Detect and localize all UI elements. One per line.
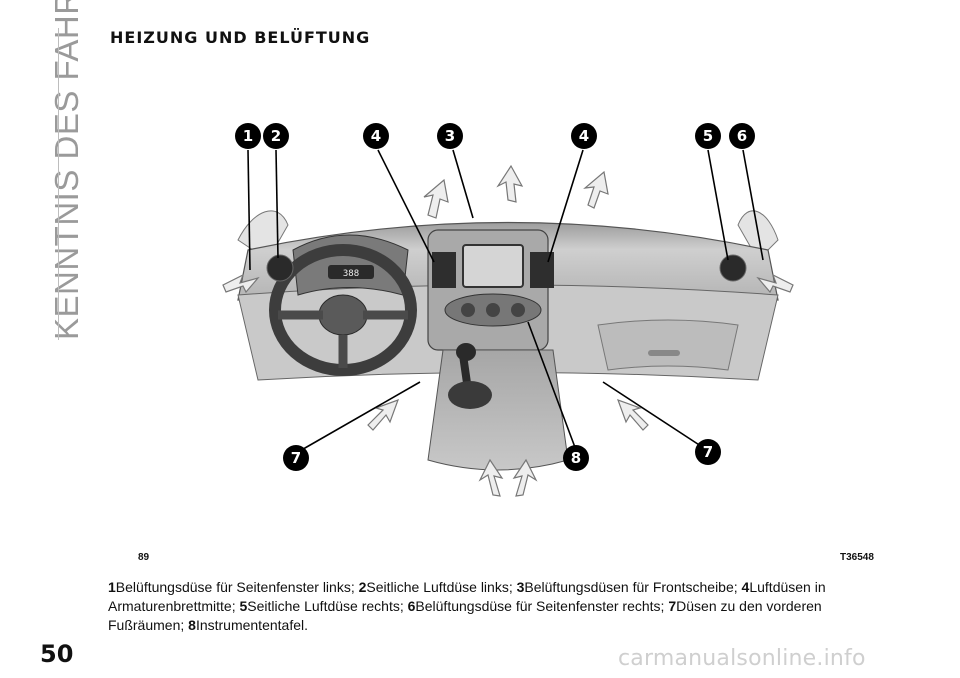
caption-text-1: Belüftungsdüse für Seitenfenster links; (115, 579, 359, 595)
caption-text-5: Seitliche Luftdüse rechts; (247, 598, 408, 614)
center-screen (462, 244, 524, 288)
svg-text:3: 3 (445, 127, 455, 145)
glovebox (597, 319, 739, 371)
caption-text-7: Düsen zu den vorderen Fußräumen; (108, 598, 822, 633)
caption-num-2: 2 (358, 579, 367, 595)
caption-num-1: 1 (108, 579, 116, 595)
callout-8 (563, 445, 589, 471)
svg-text:7: 7 (291, 449, 301, 467)
callout-5 (695, 123, 721, 149)
svg-text:8: 8 (571, 449, 581, 467)
callout-7-left (283, 445, 309, 471)
airflow-arrows (222, 164, 794, 497)
section-title: HEIZUNG UND BELÜFTUNG (110, 28, 371, 47)
svg-text:1: 1 (243, 127, 253, 145)
svg-text:7: 7 (703, 443, 713, 461)
svg-text:5: 5 (703, 127, 713, 145)
watermark: carmanualsonline.info (618, 646, 866, 671)
dashboard-illustration: 388 (222, 123, 794, 497)
svg-text:4: 4 (579, 127, 589, 145)
svg-text:4: 4 (371, 127, 381, 145)
caption-num-3: 3 (516, 579, 525, 595)
center-console (427, 349, 569, 471)
cluster-display (328, 265, 374, 279)
cluster-display-text: 388 (343, 269, 359, 279)
caption-num-4: 4 (741, 579, 750, 595)
callout-4-right (571, 123, 597, 149)
callout-3 (437, 123, 463, 149)
figure-caption: 1Belüftungsdüse für Seitenfenster links;… (108, 578, 868, 635)
callout-1 (235, 123, 261, 149)
right-side-vent (719, 254, 747, 282)
caption-num-8: 8 (188, 617, 196, 633)
caption-num-7: 7 (668, 598, 677, 614)
center-vent-left (432, 252, 456, 288)
sidebar-divider (58, 28, 59, 340)
caption-text-4: Luftdüsen in Armaturenbrettmitte; (108, 579, 826, 614)
figure-code: T36548 (840, 552, 874, 563)
caption-text-2: Seitliche Luftdüse links; (366, 579, 517, 595)
figure-number: 89 (138, 552, 150, 563)
callout-6 (729, 123, 755, 149)
callout-4-left (363, 123, 389, 149)
callout-2 (263, 123, 289, 149)
caption-num-6: 6 (407, 598, 416, 614)
caption-text-8: Instrumententafel. (195, 617, 308, 633)
callout-7-right (695, 439, 721, 465)
left-side-vent (266, 254, 294, 282)
chapter-title: KENNTNIS DES FAHRZEUGES (48, 0, 85, 340)
page-number: 50 (40, 640, 74, 668)
caption-text-6: Belüftungsdüse für Seitenfenster rechts; (415, 598, 669, 614)
steering-wheel (269, 244, 417, 376)
center-vent-right (530, 252, 554, 288)
svg-text:6: 6 (737, 127, 747, 145)
caption-num-5: 5 (239, 598, 248, 614)
left-pillar (237, 210, 289, 261)
caption-text-3: Belüftungsdüsen für Frontscheibe; (524, 579, 742, 595)
svg-text:2: 2 (271, 127, 281, 145)
